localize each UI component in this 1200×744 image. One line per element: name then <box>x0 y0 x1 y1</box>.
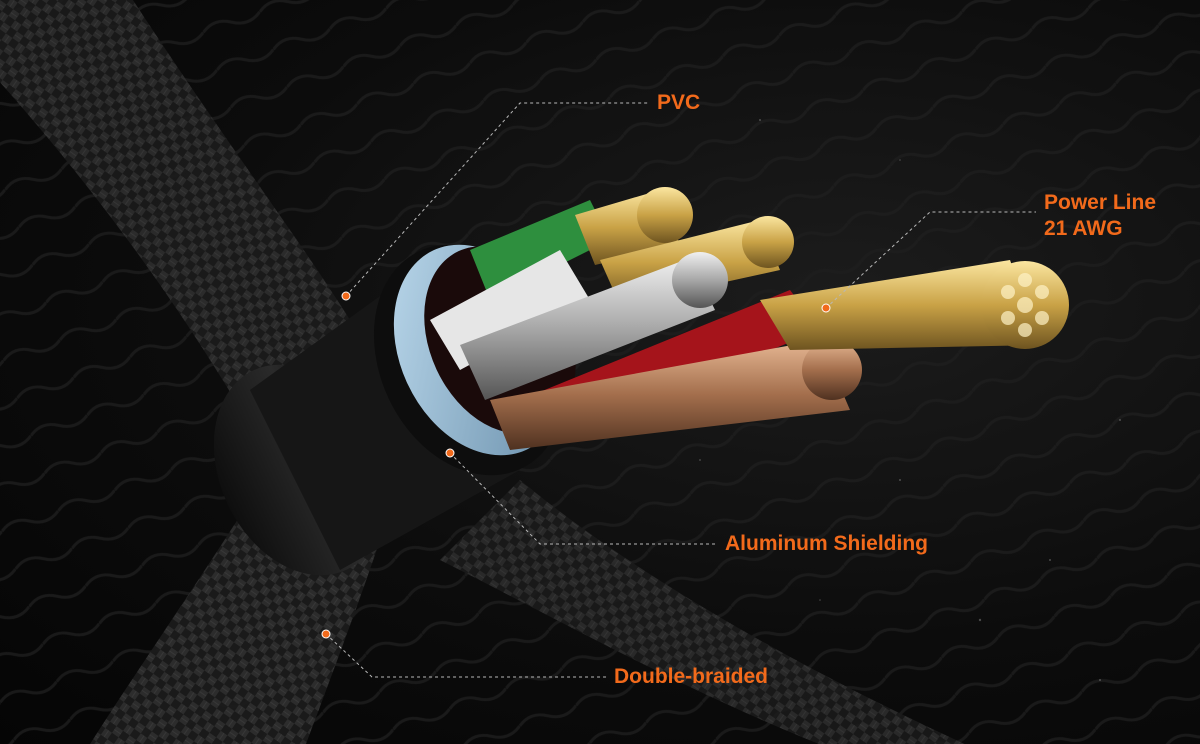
power-line-label-text: Power Line <box>1044 191 1157 214</box>
braided-cable-upper <box>0 0 350 460</box>
silver-strands <box>672 252 728 308</box>
power-line-gauge-text: 21 AWG <box>1044 217 1123 240</box>
double-braided-label-text: Double-braided <box>614 665 769 688</box>
power-line-conductor <box>760 260 1040 350</box>
pvc-label-text: PVC <box>657 91 701 114</box>
pvc-label: PVC <box>657 90 700 116</box>
aluminum-shielding-label-text: Aluminum Shielding <box>725 532 928 555</box>
green-wire <box>470 200 610 300</box>
braided-cable-right <box>440 480 965 744</box>
power-line-marker-dot <box>821 303 831 313</box>
shielding-marker-dot <box>445 448 455 458</box>
power-line-label: Power Line 21 AWG <box>1044 190 1156 242</box>
aluminum-shielding-label: Aluminum Shielding <box>725 531 928 557</box>
white-wire <box>430 250 590 370</box>
double-braided-label: Double-braided <box>614 664 768 690</box>
pvc-marker-dot <box>341 291 351 301</box>
braid-marker-dot <box>321 629 331 639</box>
gold-strands-2 <box>742 216 794 268</box>
callout-dots <box>321 291 831 639</box>
gold-strands-1 <box>637 187 693 243</box>
copper-conductor <box>490 340 850 450</box>
silver-conductor <box>460 258 715 400</box>
copper-strands <box>802 340 862 400</box>
callout-lines <box>325 102 1036 678</box>
